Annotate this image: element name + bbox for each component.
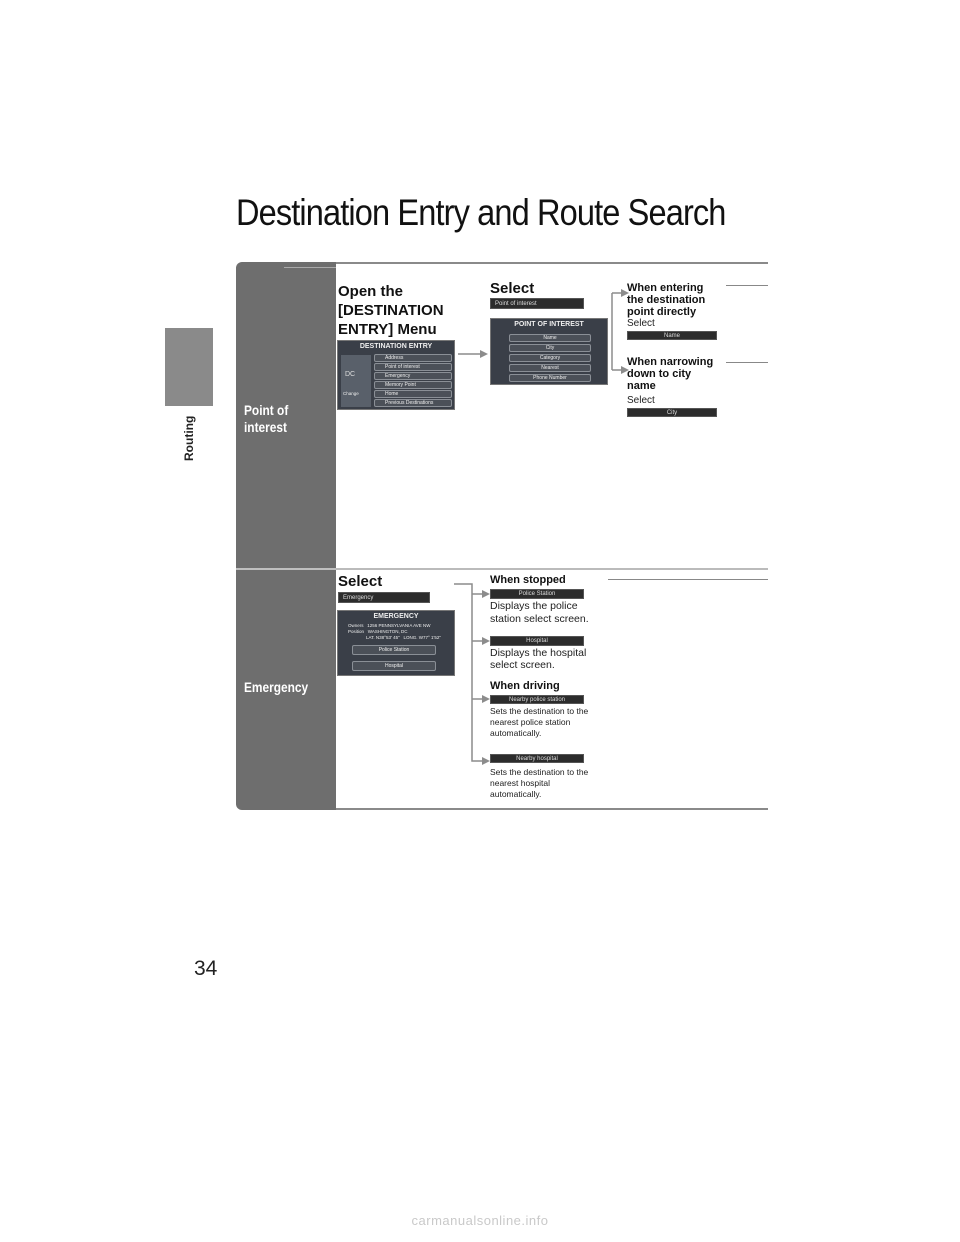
position-value: WASHINGTON, DC: [367, 629, 408, 634]
branch2-line3: name: [627, 380, 656, 392]
hospital-description: Displays the hospital select screen.: [490, 647, 586, 671]
near-police-line2: nearest police station: [490, 717, 571, 727]
screen-police-station-button[interactable]: Police Station: [352, 645, 436, 655]
menu-item-emergency[interactable]: Emergency: [374, 372, 452, 380]
map-badge: DC: [345, 371, 356, 378]
row-label-poi-line1: Point of: [244, 402, 289, 418]
near-police-line1: Sets the destination to the: [490, 706, 589, 716]
hospital-button[interactable]: Hospital: [490, 636, 584, 646]
position-label: Position: [348, 629, 365, 634]
near-police-line3: automatically.: [490, 728, 542, 738]
owner-label: Owners: [348, 623, 364, 628]
emergency-rule: [608, 579, 768, 580]
police-station-button[interactable]: Police Station: [490, 589, 584, 599]
police-station-description: Displays the police station select scree…: [490, 600, 589, 626]
hospital-desc-line1: Displays the hospital: [490, 647, 587, 659]
map-thumbnail: DC Change: [341, 355, 371, 407]
destination-entry-screen-title: DESTINATION ENTRY: [359, 343, 433, 350]
emergency-select-label: Select: [338, 573, 383, 590]
menu-item-home[interactable]: Home: [374, 390, 452, 398]
change-label: Change: [343, 391, 359, 396]
name-button[interactable]: Name: [627, 331, 717, 340]
branch-city-narrowing: When narrowing down to city name: [627, 356, 713, 392]
open-menu-line3: ENTRY] Menu: [338, 321, 437, 338]
menu-item-memory-point[interactable]: Memory Point: [374, 381, 452, 389]
poi-select-label: Select: [490, 280, 535, 297]
header-rule: [336, 262, 768, 264]
branch1-line1: When entering: [627, 282, 704, 294]
emergency-screen-title: EMERGENCY: [373, 613, 419, 620]
row-label-poi-line2: interest: [244, 419, 287, 435]
page-title: Destination Entry and Route Search: [236, 192, 726, 233]
poi-item-phone-number[interactable]: Phone Number: [509, 374, 591, 382]
poi-screen-title: POINT OF INTEREST: [514, 321, 584, 328]
hospital-desc-line2: select screen.: [490, 659, 555, 671]
emergency-screen: EMERGENCY Owners 1256 PENNSYLVANIA AVE N…: [337, 610, 455, 676]
row-label-emergency: Emergency: [244, 679, 309, 695]
emergency-screen-info: Owners 1256 PENNSYLVANIA AVE NW Position…: [348, 623, 441, 641]
police-desc-line1: Displays the police: [490, 600, 578, 612]
row-label-poi: Point of interest: [244, 402, 288, 436]
police-desc-line2: station select screen.: [490, 613, 589, 625]
destination-entry-screen: DESTINATION ENTRY DC Change Address Poin…: [337, 340, 455, 410]
nearby-hospital-description: Sets the destination to the nearest hosp…: [490, 767, 588, 800]
longitude: LONG. W77° 1'52": [403, 635, 441, 640]
page-number: 34: [194, 957, 218, 980]
near-hosp-line2: nearest hospital: [490, 778, 551, 788]
nearby-police-description: Sets the destination to the nearest poli…: [490, 706, 588, 739]
row-rule: [336, 568, 768, 570]
poi-item-city[interactable]: City: [509, 344, 591, 352]
when-driving-heading: When driving: [490, 680, 560, 692]
nearby-police-station-button[interactable]: Nearby police station: [490, 695, 584, 704]
watermark: carmanualsonline.info: [411, 1213, 549, 1228]
branch2-line2: down to city: [627, 368, 692, 380]
branch2-select-label: Select: [627, 395, 655, 406]
poi-item-name[interactable]: Name: [509, 334, 591, 342]
near-hosp-line1: Sets the destination to the: [490, 767, 589, 777]
screen-hospital-button[interactable]: Hospital: [352, 661, 436, 671]
menu-item-address[interactable]: Address: [374, 354, 452, 362]
poi-item-category[interactable]: Category: [509, 354, 591, 362]
branch-direct-entry: When entering the destination point dire…: [627, 282, 705, 318]
branch1-line3: point directly: [627, 306, 697, 318]
open-menu-line2: [DESTINATION: [338, 302, 444, 319]
menu-item-previous-destinations[interactable]: Previous Destinations: [374, 399, 452, 407]
open-menu-line1: Open the: [338, 283, 404, 300]
nearby-hospital-button[interactable]: Nearby hospital: [490, 754, 584, 763]
when-stopped-heading: When stopped: [490, 574, 566, 586]
section-tab-marker: [165, 328, 213, 406]
point-of-interest-button[interactable]: Point of interest: [490, 298, 584, 309]
emergency-button[interactable]: Emergency: [338, 592, 430, 603]
menu-item-point-of-interest[interactable]: Point of interest: [374, 363, 452, 371]
header-rule-left: [284, 267, 336, 268]
branch1-rule: [726, 285, 768, 286]
row-divider: [236, 568, 336, 570]
branch2-line1: When narrowing: [627, 356, 714, 368]
city-button[interactable]: City: [627, 408, 717, 417]
open-menu-instruction: Open the [DESTINATION ENTRY] Menu: [338, 282, 444, 339]
latitude: LAT. N38°53' 45": [366, 635, 400, 640]
poi-item-nearest[interactable]: Nearest: [509, 364, 591, 372]
branch1-select-label: Select: [627, 318, 655, 329]
footer-rule: [336, 808, 768, 810]
branch1-line2: the destination: [627, 294, 706, 306]
row-label-column: [236, 262, 336, 810]
owner-value: 1256 PENNSYLVANIA AVE NW: [367, 623, 431, 628]
near-hosp-line3: automatically.: [490, 789, 542, 799]
point-of-interest-screen: POINT OF INTEREST Name City Category Nea…: [490, 318, 608, 385]
branch2-rule: [726, 362, 768, 363]
